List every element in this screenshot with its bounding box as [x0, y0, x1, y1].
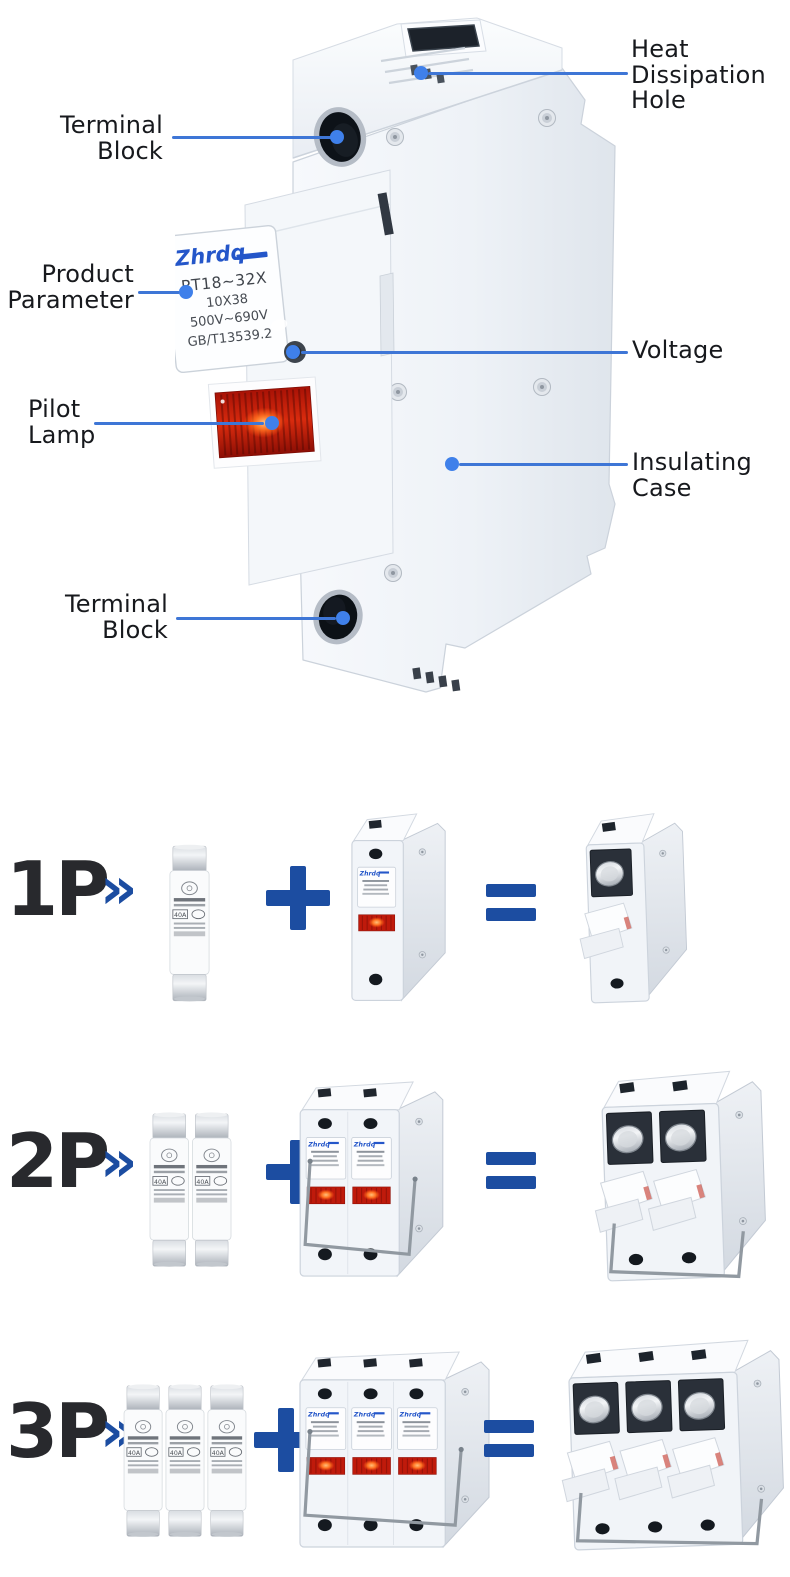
product-parameter-plate: Zhrdq RT18~32X 10X38 500V~690V GB/T13539…	[175, 224, 290, 374]
callout-pilot-lamp: Pilot Lamp	[28, 395, 96, 449]
svg-text:40A: 40A	[170, 1450, 183, 1457]
callout-line	[301, 351, 628, 354]
holder-image: Zhrdq Zhrdq	[298, 1080, 447, 1284]
equals-icon: =	[484, 1420, 534, 1457]
screw	[533, 378, 551, 396]
pole-count-label-1p: 1P	[6, 845, 110, 933]
callout-dot	[445, 457, 459, 471]
screw	[538, 109, 556, 127]
callout-dot	[336, 611, 350, 625]
svg-text:40A: 40A	[128, 1450, 141, 1457]
fuse-image: 40A 40A	[146, 1110, 235, 1272]
callout-line	[138, 291, 180, 294]
screw	[384, 564, 402, 582]
fuse-image: 40A 40A 40A	[120, 1382, 250, 1542]
screw	[386, 128, 404, 146]
callout-line	[459, 463, 628, 466]
callout-voltage: Voltage	[632, 336, 724, 364]
svg-text:Zhrdq: Zhrdq	[399, 1411, 422, 1419]
screw	[389, 383, 407, 401]
holder-image: Zhrdq	[350, 812, 449, 1008]
callout-dot	[179, 285, 193, 299]
svg-text:Zhrdq: Zhrdq	[353, 1140, 376, 1148]
svg-text:40A: 40A	[196, 1179, 209, 1186]
pole-count-label-3p: 3P	[6, 1387, 110, 1475]
plus-icon: +	[266, 866, 330, 930]
equals-icon: =	[486, 1152, 536, 1189]
svg-text:Zhrdq: Zhrdq	[359, 871, 381, 878]
assembled-image	[541, 1334, 790, 1560]
callout-dot	[414, 66, 428, 80]
callout-dot	[330, 130, 344, 144]
callout-product-parameter: Product Parameter	[7, 260, 134, 314]
fuse-image: 40A	[166, 842, 213, 1007]
callout-dot	[265, 416, 279, 430]
assembled-image	[574, 1065, 774, 1292]
svg-text:40A: 40A	[154, 1179, 167, 1186]
svg-text:Zhrdq: Zhrdq	[307, 1140, 330, 1148]
top-opening	[407, 24, 480, 52]
callout-line	[172, 136, 332, 139]
svg-text:40A: 40A	[174, 912, 187, 919]
svg-text:Zhrdq: Zhrdq	[307, 1411, 330, 1419]
holder-image: Zhrdq Zhrdq Zhrdq	[298, 1350, 493, 1555]
assembled-image	[561, 808, 695, 1012]
equals-icon: =	[486, 884, 536, 921]
chevron-icon: »	[100, 1127, 138, 1195]
svg-text:Zhrdq: Zhrdq	[353, 1411, 376, 1419]
chevron-icon: »	[100, 854, 138, 922]
callout-dot	[286, 345, 300, 359]
pilot-lamp	[207, 376, 322, 469]
callout-insulating-case: Insulating Case	[632, 448, 752, 502]
callout-line	[428, 72, 628, 75]
plate-size: 10X38	[205, 292, 248, 311]
callout-heat-dissipation-hole: Heat Dissipation Hole	[631, 35, 766, 114]
pole-count-label-2p: 2P	[6, 1117, 110, 1205]
callout-terminal-block-bottom: Terminal Block	[64, 590, 168, 644]
callout-line	[94, 422, 264, 425]
svg-text:40A: 40A	[212, 1450, 225, 1457]
callout-line	[176, 617, 336, 620]
fuse-holder-photo: Zhrdq RT18~32X 10X38 500V~690V GB/T13539…	[175, 17, 616, 693]
callout-terminal-block-top: Terminal Block	[59, 111, 163, 165]
